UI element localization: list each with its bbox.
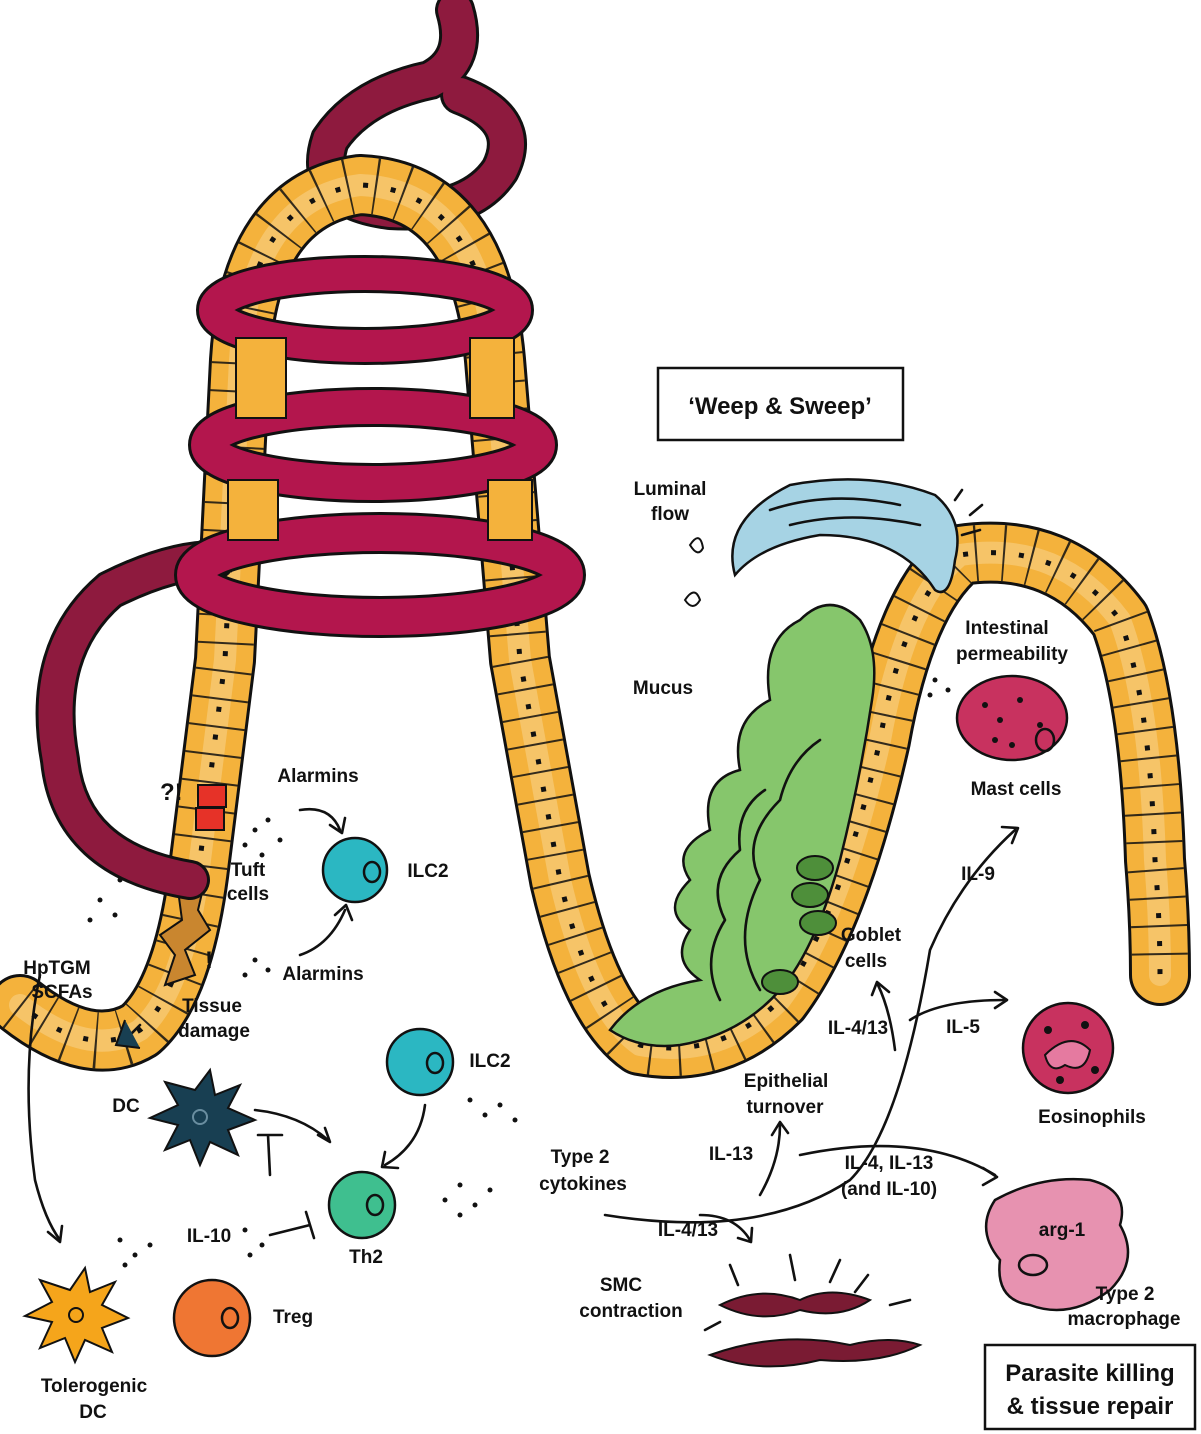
label-mast-cells: Mast cells [971, 779, 1062, 800]
label-il5: IL-5 [946, 1017, 980, 1038]
eosinophil-cell [1023, 1003, 1113, 1093]
label-il13: IL-13 [709, 1144, 753, 1165]
label-scfas: SCFAs [31, 982, 92, 1003]
intestinal-epithelium [20, 185, 1160, 1048]
ilc2-cell-mid [387, 1029, 453, 1095]
label-luminal-flow-2: flow [651, 504, 689, 525]
mucus-layer [610, 605, 874, 1046]
label-ilc2-top: ILC2 [407, 861, 448, 882]
question-mark: ?! [160, 779, 183, 806]
label-macrophage-1: Type 2 [1096, 1284, 1155, 1305]
label-mucus: Mucus [633, 678, 693, 699]
label-tol-dc-2: DC [79, 1402, 107, 1423]
label-tuft-2: cells [227, 884, 269, 905]
label-intestinal-1: Intestinal [965, 618, 1048, 639]
label-hptgm: HpTGM [23, 958, 91, 979]
label-il4-il13-1: IL-4, IL-13 [845, 1153, 934, 1174]
smc-cells [705, 1255, 920, 1366]
label-il413-goblet: IL-4/13 [828, 1018, 888, 1039]
treg-cell [174, 1280, 250, 1356]
label-tuft-1: Tuft [231, 860, 266, 881]
label-tissue-damage-2: damage [178, 1021, 250, 1042]
label-dc: DC [112, 1096, 140, 1117]
mast-cell [957, 676, 1067, 760]
label-alarmins-bottom: Alarmins [282, 964, 363, 985]
label-treg: Treg [273, 1307, 313, 1328]
label-ilc2-mid: ILC2 [469, 1051, 510, 1072]
exclamation-mark: ! [205, 947, 213, 974]
label-arg1: arg-1 [1039, 1220, 1086, 1241]
label-tissue-damage-1: Tissue [182, 996, 242, 1017]
label-type2-cyt-1: Type 2 [551, 1147, 610, 1168]
label-eosinophils: Eosinophils [1038, 1107, 1146, 1128]
label-type2-cyt-2: cytokines [539, 1174, 627, 1195]
ilc2-cell-top [323, 838, 387, 902]
label-th2: Th2 [349, 1247, 383, 1268]
label-il4-il13-2: (and IL-10) [841, 1179, 937, 1200]
luminal-flow-wave [732, 479, 957, 592]
label-epithelial-2: turnover [746, 1097, 824, 1118]
outcome-line-1: Parasite killing [1005, 1360, 1174, 1387]
tuft-cell-1 [198, 785, 226, 807]
label-goblet-2: cells [845, 951, 887, 972]
label-il9: IL-9 [961, 864, 995, 885]
label-intestinal-2: permeability [956, 644, 1068, 665]
label-macrophage-2: macrophage [1068, 1309, 1181, 1330]
outcome-line-2: & tissue repair [1007, 1393, 1174, 1420]
th2-cell [329, 1172, 395, 1238]
tuft-cell-2 [196, 808, 224, 830]
label-il413-smc: IL-4/13 [658, 1220, 718, 1241]
label-smc-2: contraction [579, 1301, 682, 1322]
label-il10: IL-10 [187, 1226, 231, 1247]
label-smc-1: SMC [600, 1275, 643, 1296]
label-epithelial-1: Epithelial [744, 1071, 828, 1092]
label-alarmins-top: Alarmins [277, 766, 358, 787]
label-tol-dc-1: Tolerogenic [41, 1376, 148, 1397]
label-goblet-1: Goblet [841, 925, 902, 946]
dendritic-cell [150, 1070, 255, 1165]
weep-sweep-title: ‘Weep & Sweep’ [688, 393, 872, 420]
label-luminal-flow-1: Luminal [634, 479, 707, 500]
tolerogenic-dc-cell [25, 1268, 128, 1362]
